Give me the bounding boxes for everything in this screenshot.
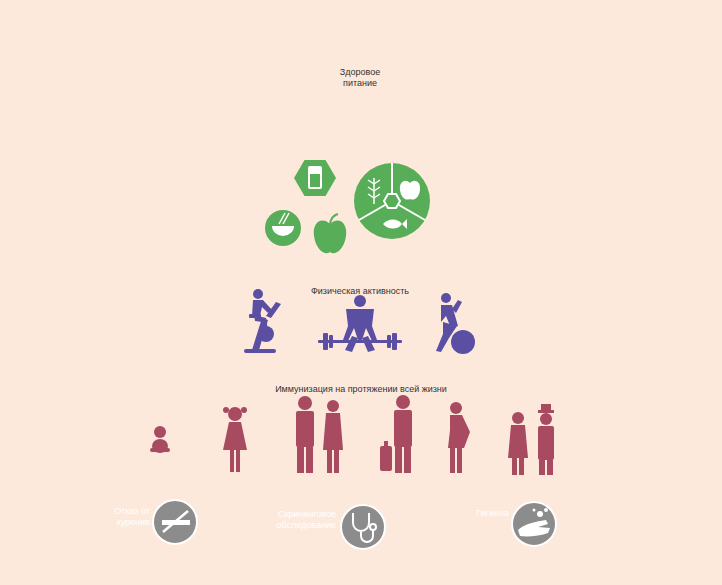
prevention-band: Отказ от курения Скрининговое обследовани… <box>0 486 722 585</box>
text-slot: Отказ от курения <box>90 506 150 528</box>
prevention-band-outline <box>0 486 722 585</box>
text-slot: Скрининговое обследование <box>264 509 336 531</box>
food-triangle-outline <box>215 8 505 272</box>
people-figures <box>150 395 554 475</box>
text-slot: Иммунизация на протяжении всей жизни <box>161 384 561 395</box>
band-label: Физическая активность <box>210 286 510 297</box>
prevention-icons <box>153 500 556 549</box>
text-slot: Здоровое питание <box>330 67 390 89</box>
activity-band: Физическая активность <box>148 276 572 370</box>
band-label: Иммунизация на протяжении всей жизни <box>161 384 561 395</box>
food-icons <box>265 160 430 253</box>
text-slot: Гигиена <box>459 508 509 519</box>
text-slot: Физическая активность <box>210 286 510 297</box>
activity-figures <box>244 289 475 354</box>
immunization-band: Иммунизация на протяжении всей жизни <box>86 374 636 480</box>
band-label: Отказ от курения <box>90 506 150 528</box>
food-triangle: Здоровое питание <box>215 8 505 272</box>
band-label: Скрининговое обследование <box>264 509 336 531</box>
band-label: Здоровое питание <box>330 67 390 89</box>
band-label: Гигиена <box>459 508 509 519</box>
